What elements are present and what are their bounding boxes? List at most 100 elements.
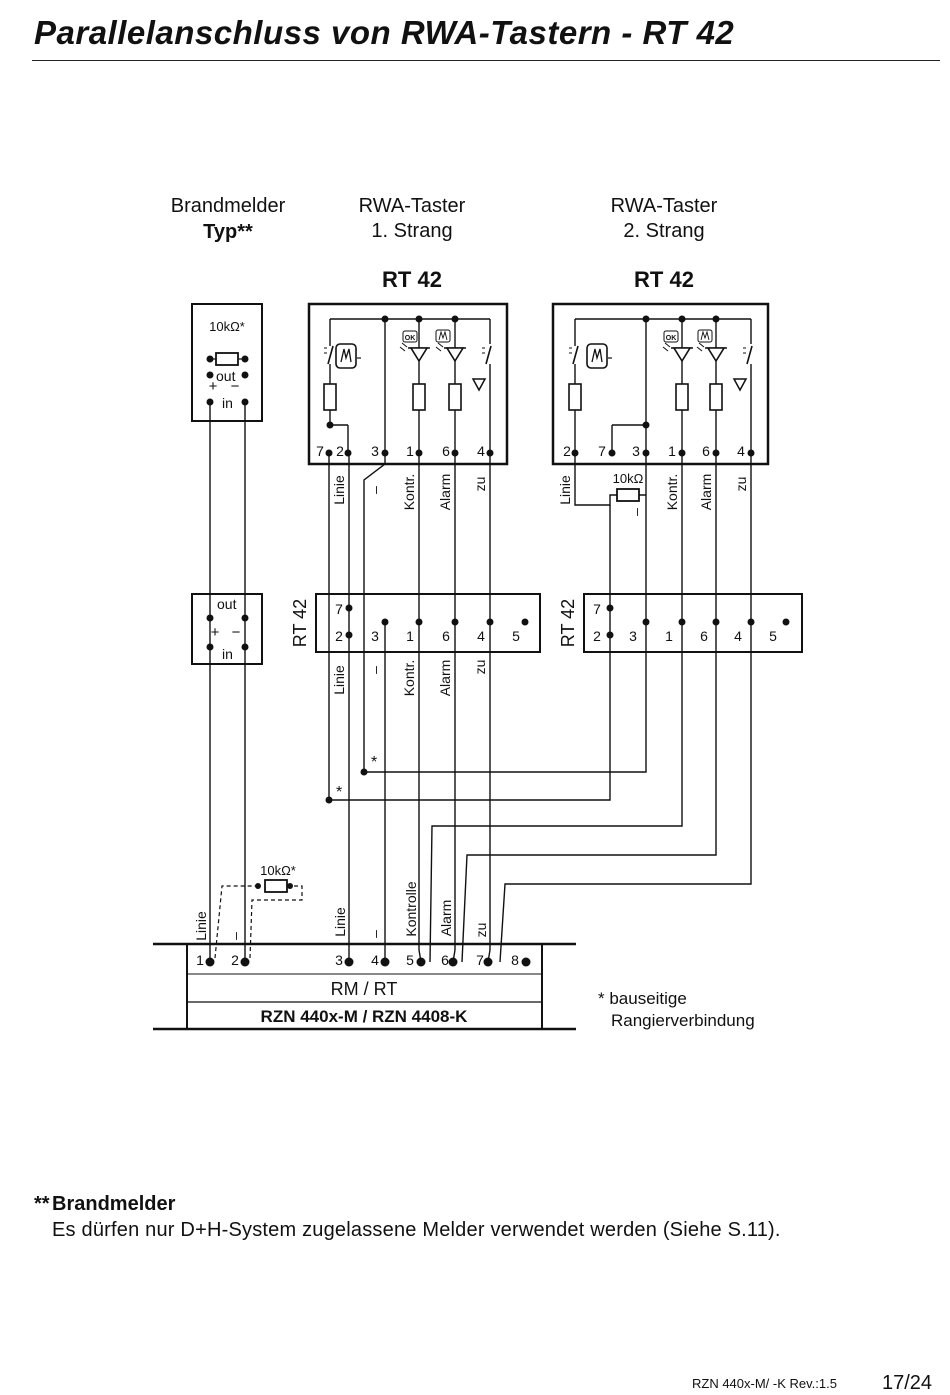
u2-label-linie: Linie xyxy=(557,475,573,505)
u1-label-minus: – xyxy=(367,486,383,494)
socket-out-label: out xyxy=(217,596,237,612)
s1-label-minus: – xyxy=(367,666,383,674)
detector-type: Typ** xyxy=(203,221,253,243)
cp-terminal-4: 4 xyxy=(371,952,379,968)
s1-label-zu: zu xyxy=(472,660,488,675)
s1-label-alarm: Alarm xyxy=(437,660,453,697)
s2-terminal-7: 7 xyxy=(593,601,601,617)
cp-label-minus-2: – xyxy=(367,930,383,938)
u1-terminal-4: 4 xyxy=(477,443,485,459)
u2-label-minus: – xyxy=(628,508,644,516)
star-marker-2: * xyxy=(336,784,342,801)
unit2-wire-labels: Linie – Kontr. Alarm zu xyxy=(557,474,749,516)
detector-in-label: in xyxy=(222,395,233,411)
s1-terminal-4: 4 xyxy=(477,628,485,644)
u1-terminal-7: 7 xyxy=(316,443,324,459)
control-panel: RM / RT RZN 440x-M / RZN 4408-K 1 2 3 4 … xyxy=(153,942,576,1031)
s2-terminal-4: 4 xyxy=(734,628,742,644)
cp-label-zu: zu xyxy=(473,923,489,938)
cp-terminal-2: 2 xyxy=(231,952,239,968)
socket1-wire-labels: Linie – Kontr. Alarm zu xyxy=(331,660,488,697)
title-rule xyxy=(32,60,940,61)
cp-label-alarm: Alarm xyxy=(438,900,454,937)
s2-terminal-1: 1 xyxy=(665,628,673,644)
detector-socket: out + − in xyxy=(191,593,263,665)
cp-label-kontrolle: Kontrolle xyxy=(403,881,419,936)
footnote-stars: ** xyxy=(34,1193,50,1215)
u1-terminal-2: 2 xyxy=(336,443,344,459)
u2-label-kontr: Kontr. xyxy=(664,474,680,511)
rt42-unit1-title: RT 42 xyxy=(382,267,442,292)
cp-terminal-8: 8 xyxy=(511,952,519,968)
s1-terminal-2: 2 xyxy=(335,628,343,644)
s1-terminal-7: 7 xyxy=(335,601,343,617)
u1-label-kontr: Kontr. xyxy=(401,474,417,511)
page-title: Parallelanschluss von RWA-Tastern - RT 4… xyxy=(34,14,735,51)
page-number: 17/24 xyxy=(882,1372,933,1394)
cp-terminal-1: 1 xyxy=(196,952,204,968)
cp-terminal-5: 5 xyxy=(406,952,414,968)
socket2-side-label: RT 42 xyxy=(558,599,578,647)
eol-resistor: 10kΩ* xyxy=(214,863,303,959)
rwa1-strang: 1. Strang xyxy=(371,220,452,242)
footnote-text: Es dürfen nur D+H-System zugelassene Mel… xyxy=(52,1219,781,1241)
eol-resistor-label: 10kΩ* xyxy=(260,863,296,878)
u1-terminal-1: 1 xyxy=(406,443,414,459)
cp-terminal-7: 7 xyxy=(476,952,484,968)
cp-label-linie-1: Linie xyxy=(193,911,209,941)
socket1-side-label: RT 42 xyxy=(290,599,310,647)
u2-terminal-1: 1 xyxy=(668,443,676,459)
u2-terminal-2: 2 xyxy=(563,443,571,459)
detector-resistor-label: 10kΩ* xyxy=(209,319,245,334)
rwa1-header: RWA-Taster xyxy=(359,195,466,217)
note-line2: Rangierverbindung xyxy=(611,1011,755,1030)
wiring-lines xyxy=(209,402,752,963)
rwa2-strang: 2. Strang xyxy=(623,220,704,242)
u2-label-alarm: Alarm xyxy=(698,474,714,511)
u2-terminal-3: 3 xyxy=(632,443,640,459)
u1-terminal-6: 6 xyxy=(442,443,450,459)
s1-label-linie: Linie xyxy=(331,665,347,695)
detector-unit: 10kΩ* out + − in xyxy=(191,303,263,422)
detector-out-label: out xyxy=(216,368,236,384)
star-marker-1: * xyxy=(371,754,377,771)
detector-minus: − xyxy=(231,378,240,395)
u1-label-alarm: Alarm xyxy=(437,474,453,511)
s2-terminal-6: 6 xyxy=(700,628,708,644)
rt42-socket1: RT 42 7 2 3 1 6 4 5 xyxy=(290,593,541,653)
u2-label-zu: zu xyxy=(733,477,749,492)
cp-terminal-3: 3 xyxy=(335,952,343,968)
rt42-unit1: 7 2 3 1 6 4 xyxy=(307,302,509,466)
socket-plus: + xyxy=(211,624,220,641)
rt42-unit2: 2 7 3 1 6 4 xyxy=(551,302,770,466)
junction-dots xyxy=(325,768,368,804)
s2-terminal-2: 2 xyxy=(593,628,601,644)
u1-label-zu: zu xyxy=(472,477,488,492)
u1-terminal-3: 3 xyxy=(371,443,379,459)
rwa2-header: RWA-Taster xyxy=(611,195,718,217)
note-line1: * bauseitige xyxy=(598,989,687,1008)
footnote-title: Brandmelder xyxy=(52,1193,176,1215)
unit2-terminal-resistor: 10kΩ xyxy=(613,471,644,502)
u1-label-linie: Linie xyxy=(331,475,347,505)
document-reference: RZN 440x-M/ -K Rev.:1.5 xyxy=(692,1376,837,1391)
rt42-socket2: RT 42 7 2 3 1 6 4 5 xyxy=(558,593,803,653)
footnote-heading: **Brandmelder xyxy=(34,1193,175,1216)
s1-terminal-1: 1 xyxy=(406,628,414,644)
cp-row2: RZN 440x-M / RZN 4408-K xyxy=(261,1007,469,1026)
cp-label-linie-2: Linie xyxy=(332,907,348,937)
u2-terminal-4: 4 xyxy=(737,443,745,459)
unit2-resistor-label: 10kΩ xyxy=(613,471,644,486)
cp-label-minus-1: – xyxy=(227,932,243,940)
s1-terminal-5: 5 xyxy=(512,628,520,644)
cp-terminal-6: 6 xyxy=(441,952,449,968)
u2-terminal-7: 7 xyxy=(598,443,606,459)
socket-in-label: in xyxy=(222,646,233,662)
s1-label-kontr: Kontr. xyxy=(401,660,417,697)
detector-plus: + xyxy=(209,378,218,395)
s1-terminal-3: 3 xyxy=(371,628,379,644)
u2-terminal-6: 6 xyxy=(702,443,710,459)
s2-terminal-5: 5 xyxy=(769,628,777,644)
unit1-wire-labels: Linie – Kontr. Alarm zu xyxy=(331,474,488,511)
